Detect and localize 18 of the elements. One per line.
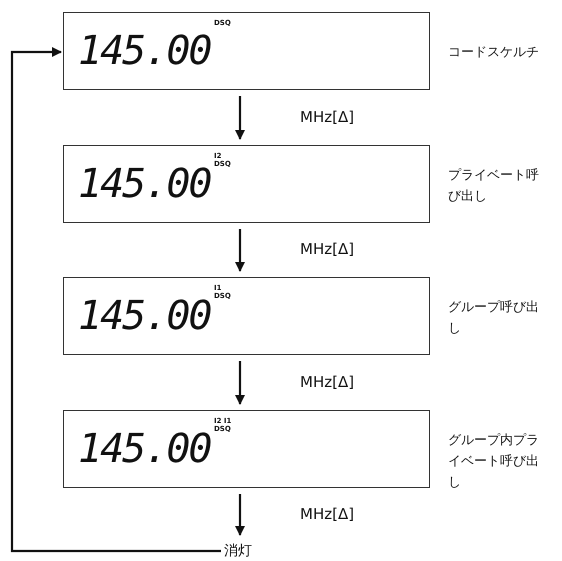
arrow: [235, 229, 245, 272]
edge-label: MHz[Δ]: [300, 108, 354, 126]
mode-label: グループ呼び出し: [448, 299, 540, 338]
edge-label: MHz[Δ]: [300, 372, 354, 390]
arrow: [235, 494, 245, 536]
frequency-readout: 145.00: [78, 160, 210, 208]
mode-label: プライベート呼び出し: [448, 167, 540, 206]
edge-label: MHz[Δ]: [300, 504, 354, 522]
frequency-readout: 145.00: [78, 292, 210, 340]
mode-label: コードスケルチ: [448, 44, 540, 62]
arrow: [10, 47, 221, 552]
mode-label: グループ内プライベート呼び出し: [448, 432, 540, 492]
frequency-readout: 145.00: [78, 27, 210, 75]
node-text: 消灯: [224, 542, 252, 561]
edge-label: MHz[Δ]: [300, 240, 354, 258]
arrow: [235, 96, 245, 140]
arrow: [235, 361, 245, 405]
frequency-readout: 145.00: [78, 425, 210, 473]
